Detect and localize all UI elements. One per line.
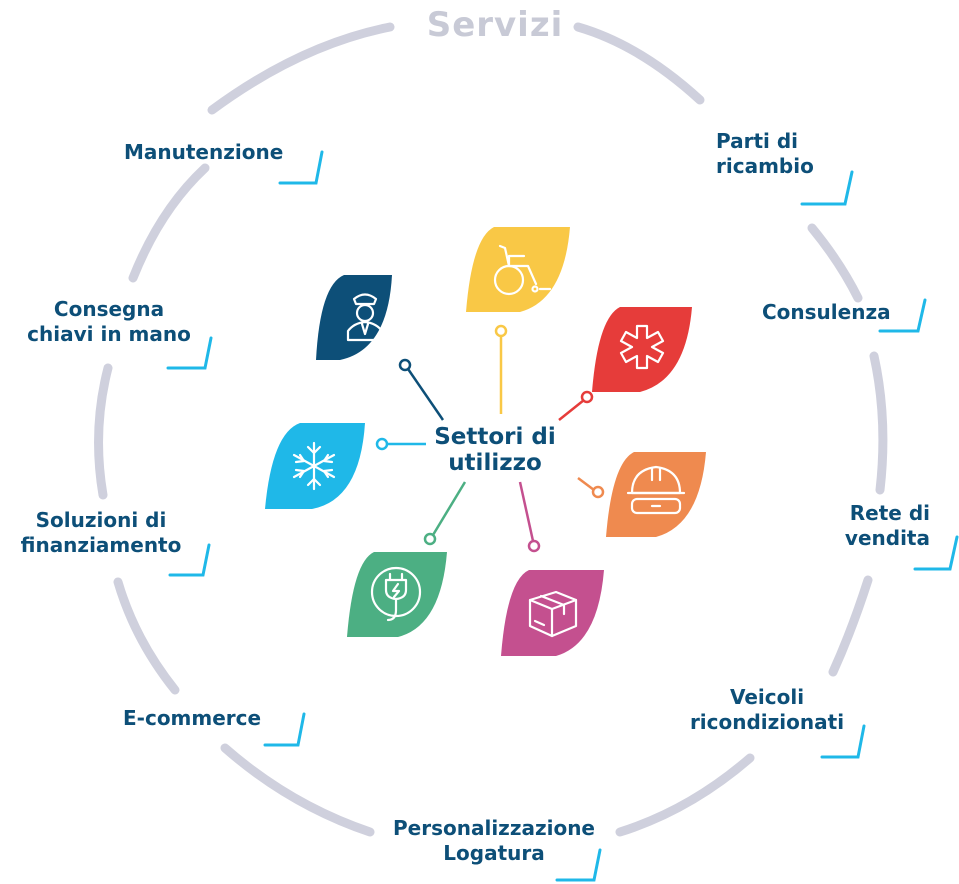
connector-node-wheelchair (494, 324, 508, 338)
service-veicoli-line-2: ricondizionati (689, 710, 845, 734)
ring-segment-right-4 (615, 753, 755, 837)
connector-node-box (527, 539, 541, 553)
service-consegna-chiavi-in-mano: Consegna chiavi in mano (23, 297, 195, 347)
wheelchair-icon (493, 244, 552, 296)
ring-segment-left-2 (94, 363, 113, 500)
service-manutenzione: Manutenzione (124, 140, 284, 164)
service-consegna-line-2: chiavi in mano (27, 322, 191, 346)
ring-segment-right-1 (807, 223, 863, 303)
service-soluzioni-line-1: Soluzioni di (35, 508, 167, 532)
medical-star-icon (619, 324, 665, 370)
ring-segment-right-3 (828, 575, 873, 677)
ring-segment-top-left (207, 22, 395, 115)
package-box-icon (528, 590, 578, 638)
electric-plug-icon (370, 566, 422, 622)
service-veicoli-ricondizionati: Veicoli ricondizionati (680, 685, 854, 735)
center-label: Settori di utilizzo (410, 424, 580, 476)
connector-medical (558, 399, 585, 421)
sector-leaf-police (316, 275, 392, 360)
service-consulenza: Consulenza (762, 300, 891, 324)
service-parti-line-1: Parti di (716, 129, 799, 153)
connector-node-medical (580, 390, 594, 404)
accent-consulenza (878, 298, 927, 333)
service-rete-line-2: vendita (844, 526, 930, 550)
sector-connectors (375, 324, 605, 553)
connector-node-plug (423, 532, 437, 546)
accent-manutenzione (278, 150, 324, 185)
connector-box (518, 481, 535, 542)
service-consegna-line-1: Consegna (53, 297, 165, 321)
accent-parti (800, 170, 854, 206)
service-soluzioni-line-2: finanziamento (20, 533, 182, 557)
service-parti-di-ricambio: Parti di ricambio (716, 129, 814, 179)
accent-soluzioni (168, 543, 211, 577)
center-label-line-2: utilizzo (448, 450, 542, 476)
accent-personalizzazione (555, 848, 602, 882)
connector-node-snowflake (375, 437, 389, 451)
diagram-title: Servizi (426, 5, 564, 45)
accent-veicoli (820, 724, 866, 759)
center-label-line-1: Settori di (434, 424, 556, 450)
accent-consegna (166, 336, 213, 370)
service-ring (94, 22, 888, 837)
service-veicoli-line-1: Veicoli (729, 685, 805, 709)
service-rete-di-vendita: Rete di vendita (828, 501, 930, 551)
service-soluzioni-di-finanziamento: Soluzioni di finanziamento (15, 508, 187, 558)
ring-segment-top-right (573, 22, 705, 105)
ring-segment-right-2 (869, 351, 888, 495)
ring-segment-left-4 (220, 743, 375, 837)
connector-node-helmet (591, 485, 605, 499)
snowflake-icon (292, 441, 336, 491)
accent-rete (913, 535, 959, 571)
service-e-commerce: E-commerce (123, 706, 262, 730)
service-personalizzazione-line-2: Logatura (443, 841, 545, 865)
sector-leaf-helmet (606, 452, 706, 537)
police-officer-icon (346, 293, 384, 342)
connector-node-police (398, 358, 412, 372)
ring-segment-left-3 (113, 577, 180, 695)
ring-segment-left-1 (128, 163, 210, 283)
service-personalizzazione-line-1: Personalizzazione (393, 816, 595, 840)
service-rete-line-1: Rete di (849, 501, 930, 525)
service-personalizzazione-logatura: Personalizzazione Logatura (378, 816, 610, 866)
sector-leaf-medical (592, 307, 692, 392)
service-parti-line-2: ricambio (716, 154, 814, 178)
connector-plug (431, 481, 467, 536)
accent-ecommerce (263, 712, 306, 747)
connector-helmet (577, 477, 595, 491)
connector-police (404, 365, 445, 421)
label-accents (166, 150, 959, 882)
safety-helmet-icon (626, 465, 686, 515)
